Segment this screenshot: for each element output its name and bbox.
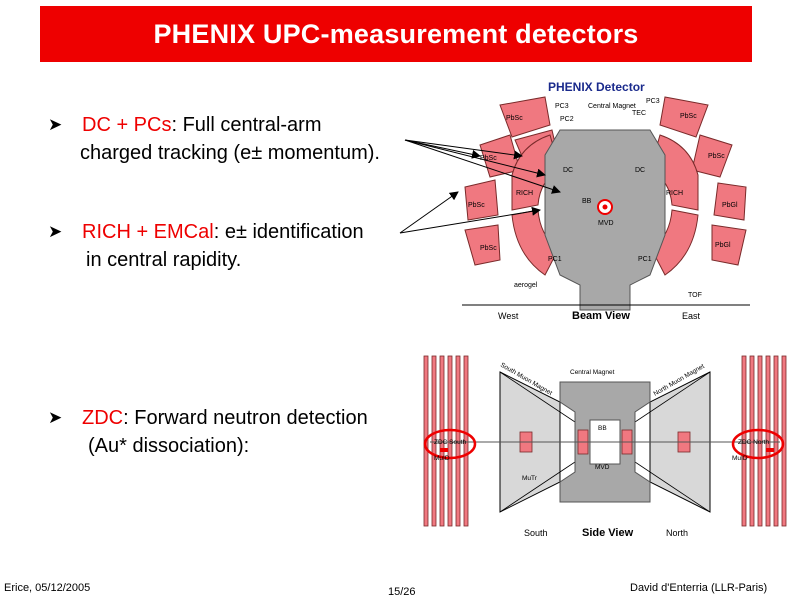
footer-page-number: 15/26	[388, 586, 416, 598]
bullet-highlight: RICH + EMCal	[82, 221, 214, 243]
label-aerogel: aerogel	[514, 282, 538, 289]
arrow-bullet-icon: ➤	[48, 222, 63, 241]
side-view-diagram: Central Magnet South Muon Magnet North M…	[423, 355, 787, 539]
label-pbsc: PbSc	[680, 113, 697, 120]
label-pbgl: PbGl	[715, 242, 731, 249]
bullet-text-line2: (Au* dissociation):	[88, 435, 250, 457]
label-west: West	[498, 311, 519, 321]
label-rich: RICH	[516, 190, 533, 197]
label-muid: MuID	[434, 455, 450, 462]
label-muid: MuID	[732, 455, 748, 462]
label-pc3: PC3	[555, 103, 569, 110]
label-dc: DC	[635, 167, 645, 174]
label-bb: BB	[598, 425, 607, 432]
label-pc3-east: PC3	[646, 98, 660, 105]
beam-view-caption: Beam View	[572, 310, 630, 322]
label-rich: RICH	[666, 190, 683, 197]
label-zdc-south: ZDC South	[434, 439, 467, 446]
label-east: East	[682, 311, 701, 321]
label-central-magnet: Central Magnet	[570, 369, 615, 376]
label-pc2: PC2	[560, 116, 574, 123]
bullet-text-line2: in central rapidity.	[86, 249, 242, 271]
label-south: South	[524, 528, 548, 538]
bullet-highlight: DC + PCs	[82, 114, 172, 136]
label-pbsc: PbSc	[468, 202, 485, 209]
label-central-magnet: Central Magnet	[588, 103, 636, 110]
bullet-text: : Full central-arm	[171, 114, 322, 136]
label-zdc-north: ZDC North	[738, 439, 769, 446]
label-mutr: MuTr	[522, 475, 538, 482]
label-pc1: PC1	[638, 256, 652, 263]
bullet-highlight: ZDC	[82, 407, 124, 429]
label-north: North	[666, 528, 688, 538]
label-pc1: PC1	[548, 256, 562, 263]
arrow-bullet-icon: ➤	[48, 115, 63, 134]
footer-right: David d'Enterria (LLR-Paris)	[630, 582, 768, 594]
arrow-bullet-icon: ➤	[48, 408, 63, 427]
label-pbsc: PbSc	[480, 245, 497, 252]
label-mvd: MVD	[598, 220, 614, 227]
side-view-caption: Side View	[582, 527, 634, 539]
beam-view-diagram: PHENIX Detector PC3 PC2 Central Magnet P…	[462, 80, 750, 322]
bullet-text: : e± identification	[213, 221, 364, 243]
label-dc: DC	[563, 167, 573, 174]
label-bb: BB	[582, 198, 592, 205]
beam-view-title: PHENIX Detector	[548, 80, 645, 94]
bullet-text: : Forward neutron detection	[123, 407, 368, 429]
label-pbsc: PbSc	[480, 155, 497, 162]
label-pbsc: PbSc	[708, 153, 725, 160]
footer-left: Erice, 05/12/2005	[4, 582, 91, 594]
title-bar: PHENIX UPC-measurement detectors	[40, 6, 752, 62]
slide-title: PHENIX UPC-measurement detectors	[153, 18, 639, 49]
label-pbsc: PbSc	[506, 115, 523, 122]
label-tof: TOF	[688, 292, 702, 299]
bullet-text-line2: charged tracking (e± momentum).	[80, 142, 380, 164]
label-mvd: MVD	[595, 464, 610, 471]
label-tec: TEC	[632, 110, 646, 117]
label-pbgl: PbGl	[722, 202, 738, 209]
